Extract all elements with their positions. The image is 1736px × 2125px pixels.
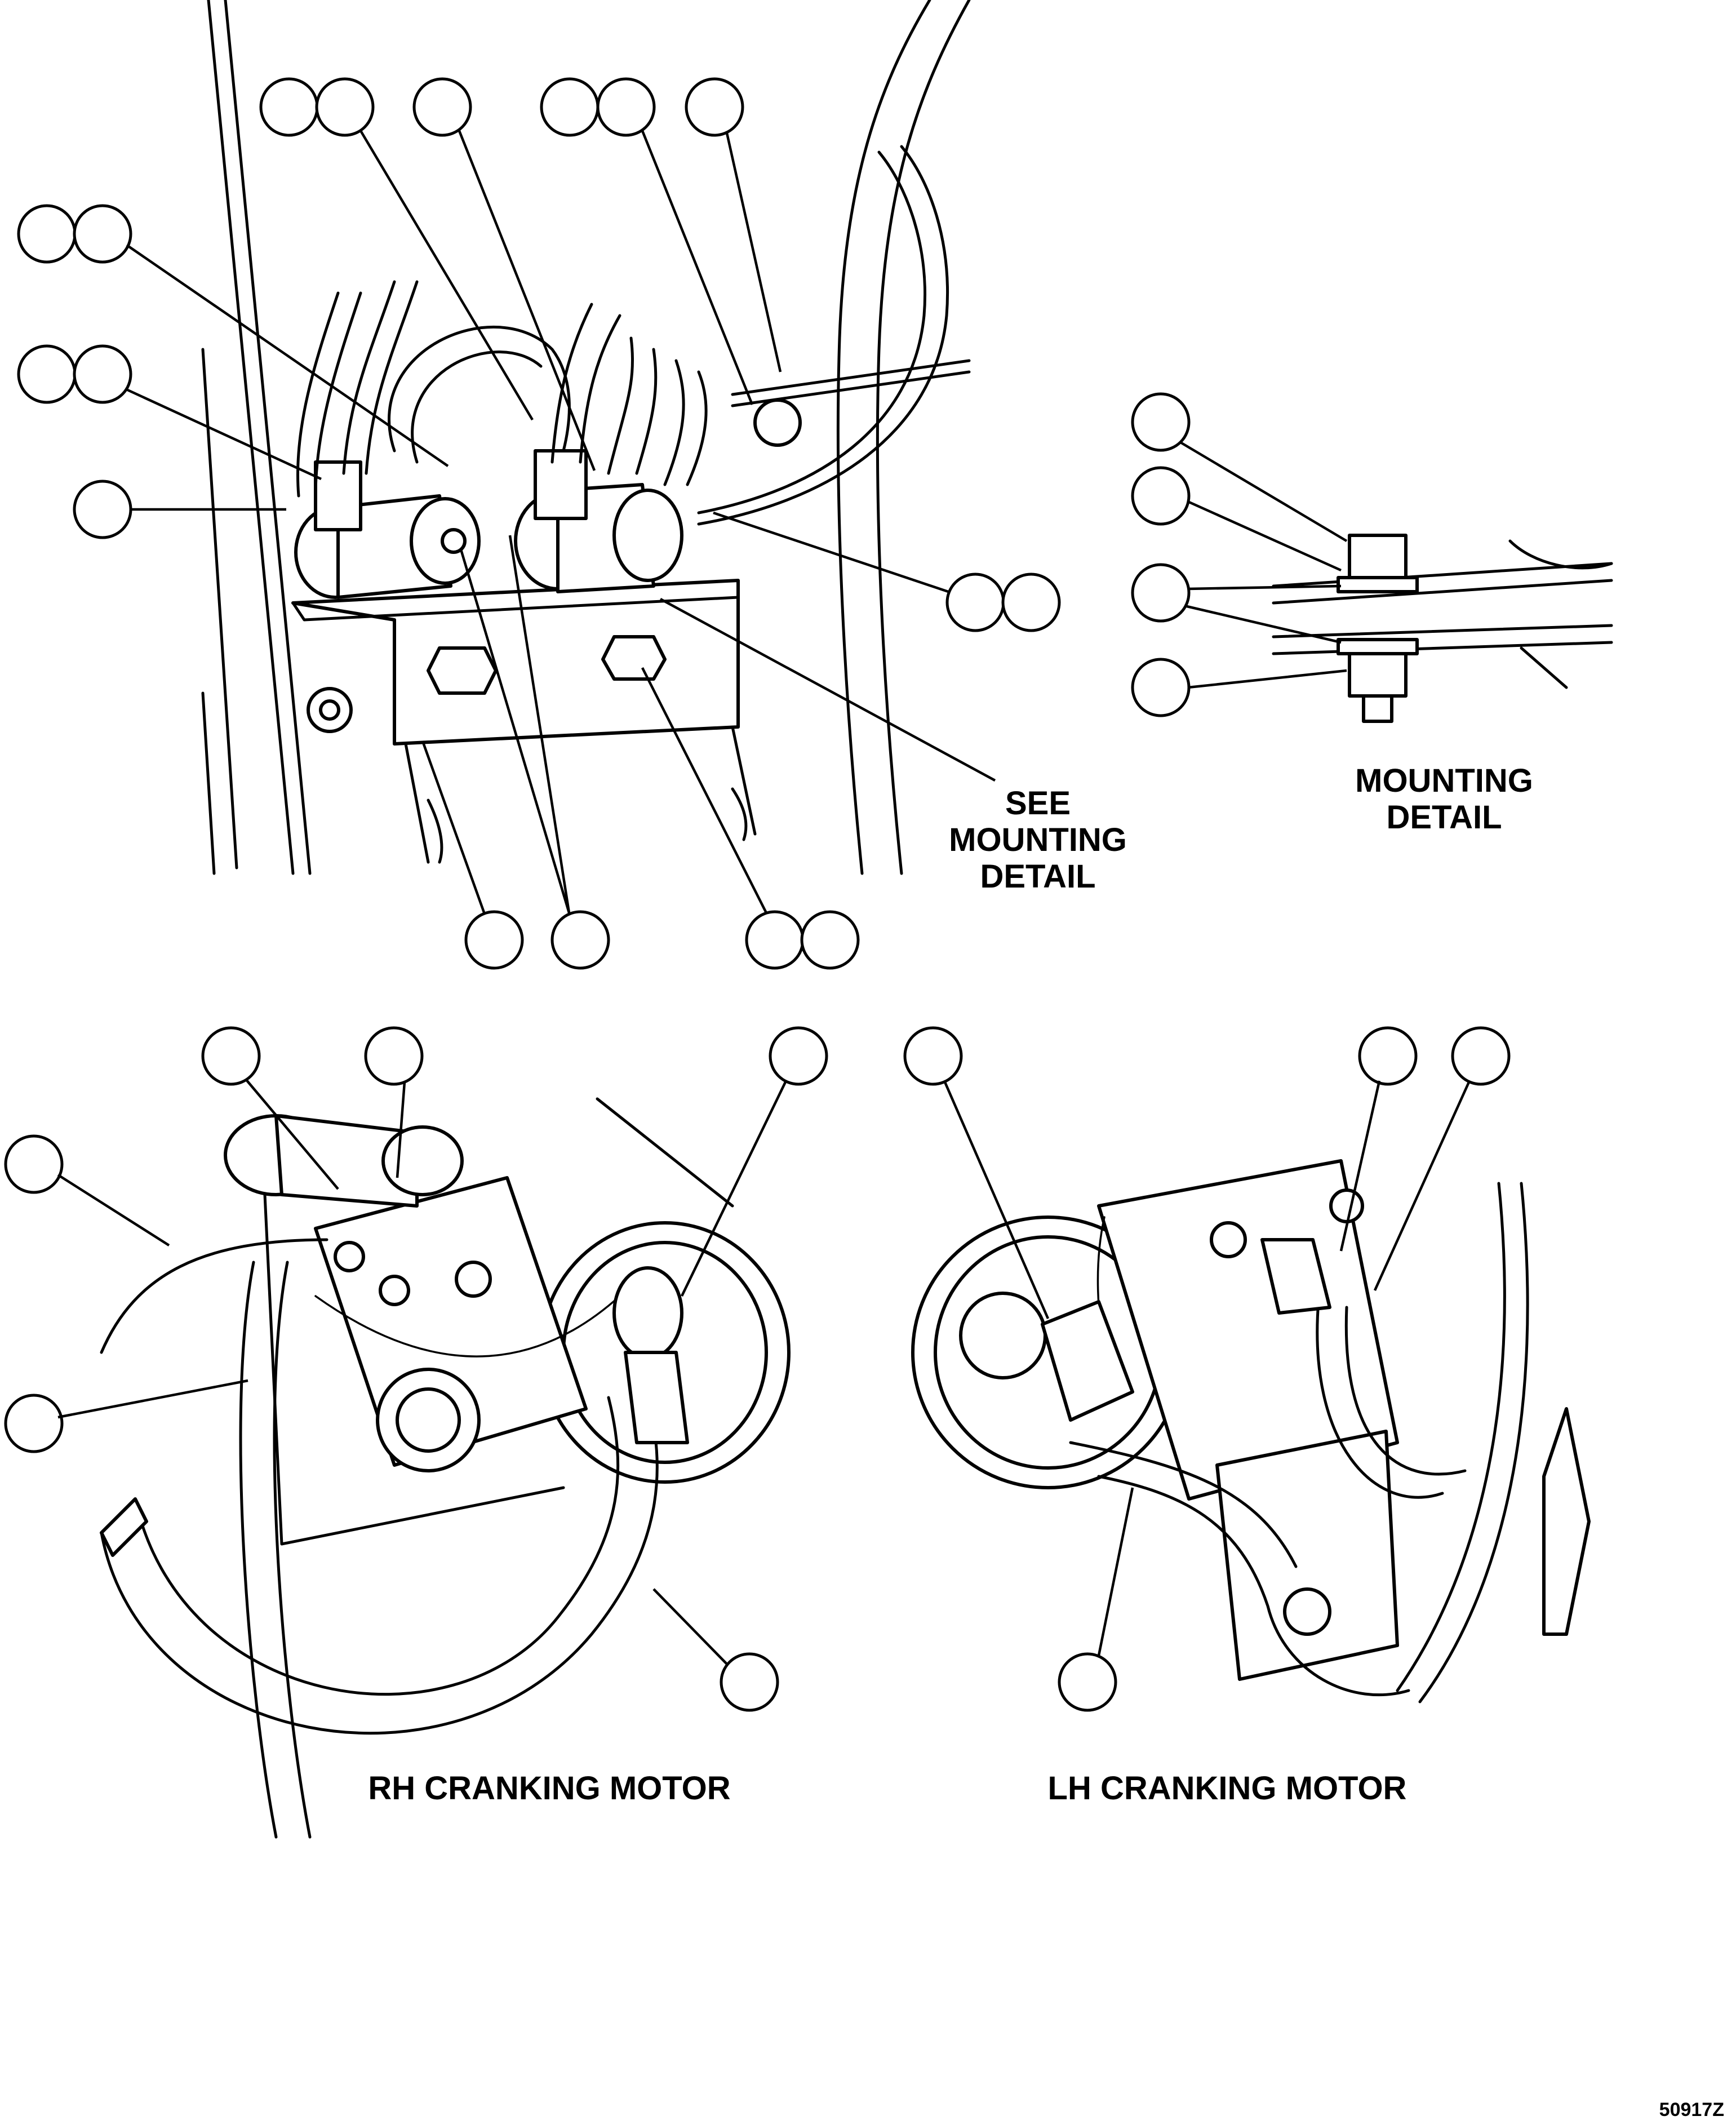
see-mounting-detail-label: SEE MOUNTING DETAIL (949, 785, 1127, 895)
leader-lines (57, 130, 1471, 1666)
lh-cranking-motor-view (911, 1159, 1591, 1703)
callout-bubbles (4, 77, 1511, 1712)
see-mounting-detail-line-2: MOUNTING (949, 822, 1127, 858)
see-mounting-detail-line-1: SEE (1005, 785, 1071, 822)
mounting-detail-view (1272, 534, 1613, 723)
figure-id-label: 50917Z (1659, 2099, 1724, 2120)
mounting-detail-line-2: DETAIL (1386, 799, 1502, 836)
lh-cranking-motor-label: LH CRANKING MOTOR (1048, 1770, 1407, 1807)
rh-cranking-motor-view (100, 1097, 791, 1839)
mounting-detail-label: MOUNTING DETAIL (1355, 762, 1533, 836)
rh-cranking-motor-label: RH CRANKING MOTOR (368, 1770, 730, 1807)
mounting-detail-line-1: MOUNTING (1355, 762, 1533, 799)
harness-tubes (296, 145, 971, 526)
see-mounting-detail-line-3: DETAIL (980, 858, 1095, 895)
relay-panel-view (201, 0, 971, 875)
relay-right (514, 449, 683, 593)
relay-left (294, 460, 481, 599)
relay-bracket (291, 579, 757, 864)
